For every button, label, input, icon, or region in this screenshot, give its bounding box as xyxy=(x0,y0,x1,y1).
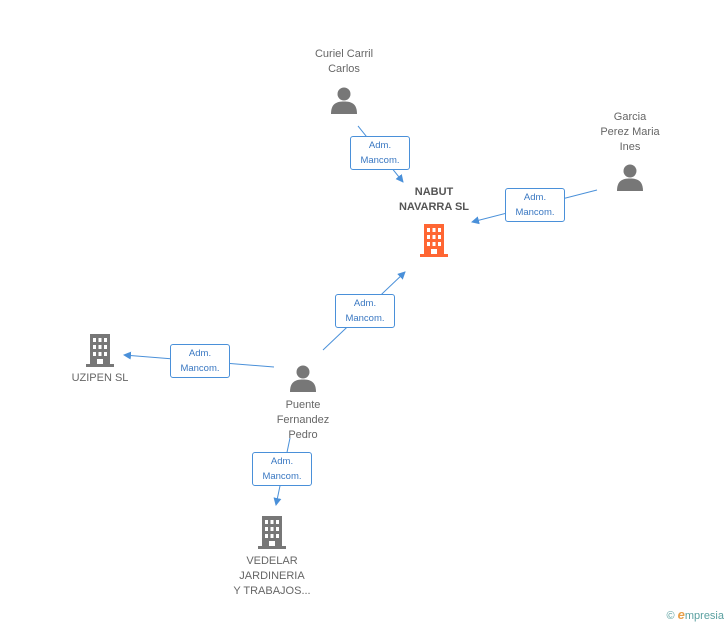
building-icon xyxy=(420,224,448,257)
copyright-icon: © xyxy=(666,610,675,622)
brand-logo-initial: e xyxy=(677,607,685,622)
node-uzipen[interactable]: UZIPEN SL xyxy=(60,332,140,386)
node-label: Curiel Carril Carlos xyxy=(314,48,374,75)
edge-label-puente-vedelar[interactable]: Adm. Mancom. xyxy=(252,452,312,486)
node-garcia-perez[interactable]: Garcia Perez Maria Ines xyxy=(580,110,680,191)
node-vedelar[interactable]: VEDELAR JARDINERIA Y TRABAJOS... xyxy=(222,514,322,599)
node-label: UZIPEN SL xyxy=(71,372,129,384)
person-icon xyxy=(617,164,643,191)
edge-label-puente-nabut[interactable]: Adm. Mancom. xyxy=(335,294,395,328)
building-icon xyxy=(258,516,286,549)
edge-label-curiel-nabut[interactable]: Adm. Mancom. xyxy=(350,136,410,170)
node-label: Garcia Perez Maria Ines xyxy=(600,111,660,153)
node-puente-fernandez[interactable]: Puente Fernandez Pedro xyxy=(253,364,353,443)
node-label: NABUT NAVARRA SL xyxy=(398,186,470,213)
edge-label-garcia-nabut[interactable]: Adm. Mancom. xyxy=(505,188,565,222)
edge-label-puente-uzipen[interactable]: Adm. Mancom. xyxy=(170,344,230,378)
node-nabut-navarra[interactable]: NABUT NAVARRA SL xyxy=(384,185,484,258)
person-icon xyxy=(331,87,357,114)
node-label: Puente Fernandez Pedro xyxy=(276,399,330,441)
person-icon xyxy=(290,365,316,392)
footer-brand: © empresia xyxy=(666,607,724,622)
building-icon xyxy=(86,334,114,367)
node-label: VEDELAR JARDINERIA Y TRABAJOS... xyxy=(233,555,311,597)
brand-logo-text: mpresia xyxy=(684,610,724,622)
node-curiel-carril[interactable]: Curiel Carril Carlos xyxy=(294,47,394,114)
